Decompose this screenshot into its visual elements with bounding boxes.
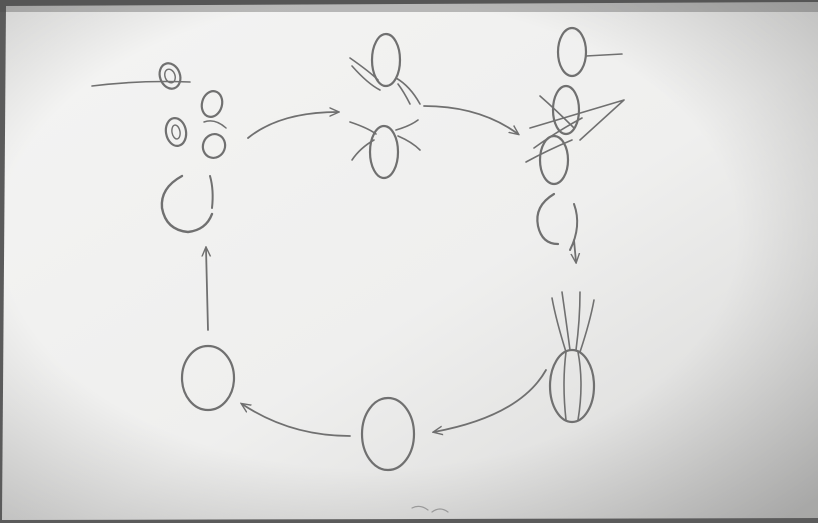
stage-flagellated-zygote [548, 291, 596, 424]
stage-round-cell-bottom [360, 396, 416, 472]
bottom-scribble [411, 505, 449, 513]
stage-fusion-lower [536, 192, 579, 251]
arrow-1 [247, 112, 338, 139]
stage-round-cell-left [180, 344, 236, 412]
arrow-5 [242, 404, 351, 437]
stage-crescent [160, 174, 214, 234]
stage-zygote-nuclei-cluster [91, 62, 227, 159]
stage-paired-cells [349, 32, 421, 180]
stage-fusion [525, 26, 625, 186]
arrow-2 [423, 105, 518, 134]
arrow-6 [206, 248, 208, 331]
arrow-3 [574, 239, 576, 262]
top-edge-shadow [0, 0, 818, 12]
arrow-4 [434, 369, 547, 432]
